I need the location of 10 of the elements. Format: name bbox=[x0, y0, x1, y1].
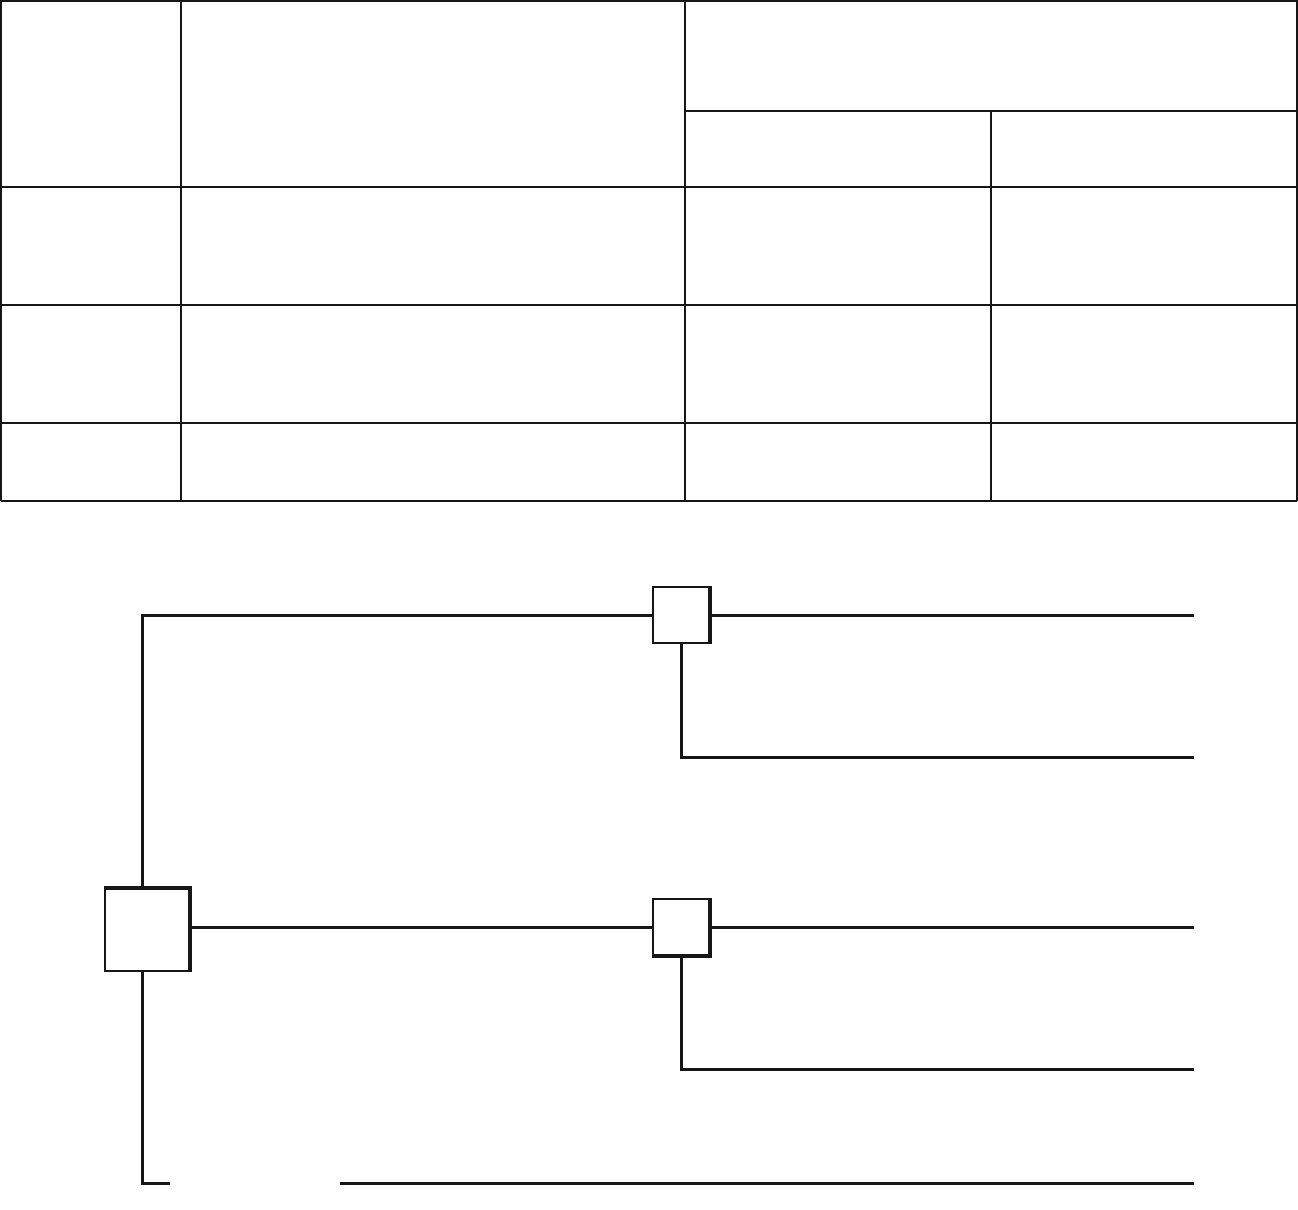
branch-line bbox=[712, 613, 1194, 617]
branch-line bbox=[712, 925, 1194, 929]
blank-box bbox=[652, 898, 712, 958]
branch-line bbox=[140, 970, 1196, 1185]
branch-line bbox=[679, 958, 1194, 1071]
branch-line bbox=[192, 925, 652, 929]
blank-box bbox=[104, 886, 192, 972]
branch-line bbox=[679, 644, 1194, 759]
branch-line bbox=[140, 613, 652, 886]
blank-box bbox=[652, 586, 712, 644]
